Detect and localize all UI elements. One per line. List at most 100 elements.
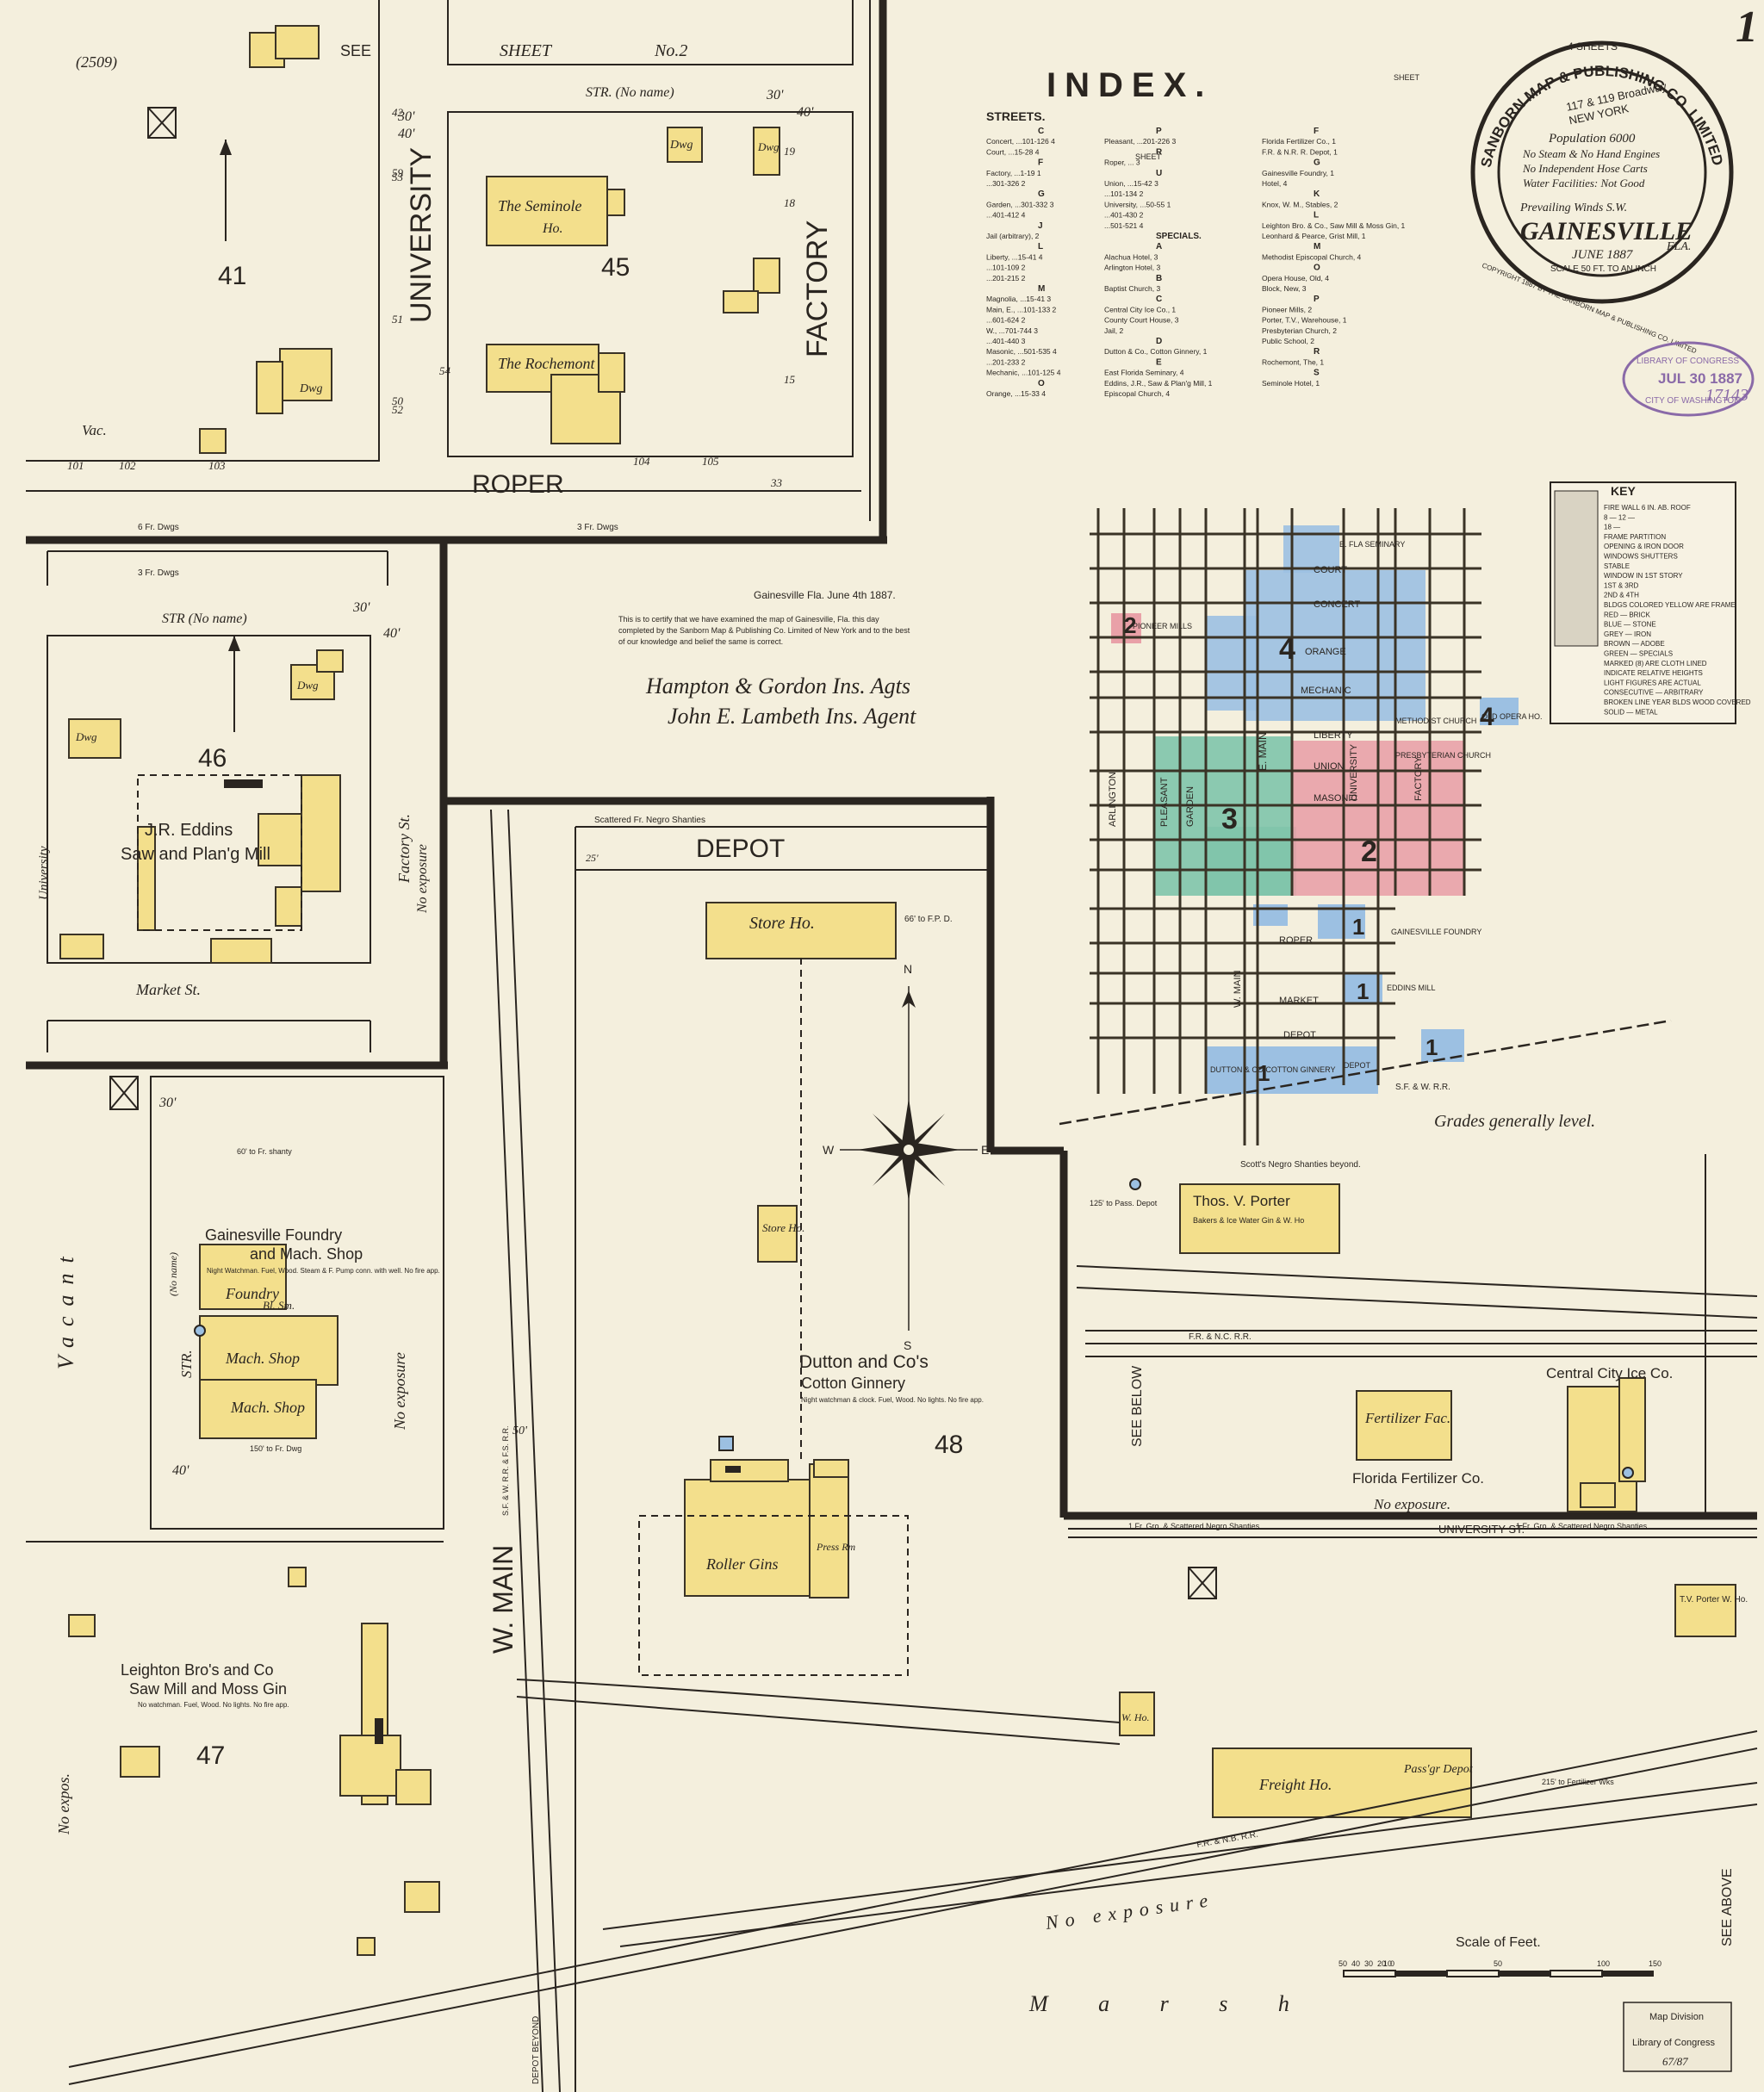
keymap-sheet-1b: 1 xyxy=(1357,978,1369,1004)
dwelling-41-wing xyxy=(256,361,283,414)
str-no-name-2: STR (No name) xyxy=(162,611,247,626)
seal-hose: No Independent Hose Carts xyxy=(1522,162,1648,175)
label-fr-gro-1: 1 Fr. Gro. & Scattered Negro Shanties xyxy=(1128,1522,1260,1530)
compass-n: N xyxy=(904,962,912,976)
index-entry: Concert, ...101-126 4 xyxy=(986,137,1055,146)
index-entry: R xyxy=(1314,347,1320,357)
keymap-place-depot: DEPOT xyxy=(1344,1061,1371,1070)
index-entry: G xyxy=(1314,158,1320,168)
label-leighton-1: Leighton Bro's and Co xyxy=(121,1661,274,1679)
vacant-label: Vacant xyxy=(53,1246,78,1369)
key-item: BROKEN LINE YEAR BLDS WOOD COVERED xyxy=(1604,698,1751,706)
index-entry: Eddins, J.R., Saw & Plan'g Mill, 1 xyxy=(1104,379,1213,388)
blocks-41-45 xyxy=(26,0,861,586)
index-entry: Dutton & Co., Cotton Ginnery, 1 xyxy=(1104,347,1208,356)
keymap-street-masonic: MASONIC xyxy=(1314,793,1357,804)
block-41: 41 xyxy=(218,262,246,290)
stamp-num: 17143 xyxy=(1705,386,1748,405)
water-tank-foundry xyxy=(109,1076,139,1110)
seminole-hotel xyxy=(486,176,608,246)
index-entry: Arlington Hotel, 3 xyxy=(1104,264,1160,272)
index-entry: ...401-430 2 xyxy=(1104,211,1144,220)
keymap-street-concert: CONCERT xyxy=(1314,599,1360,610)
md-line-1: Map Division xyxy=(1649,2012,1704,2022)
key-item: FRAME PARTITION xyxy=(1604,533,1666,541)
keymap-sheet-3: 3 xyxy=(1221,803,1238,835)
cert-body-line: completed by the Sanborn Map & Publishin… xyxy=(618,626,910,635)
certificate: Gainesville Fla. June 4th 1887. This is … xyxy=(618,589,916,729)
index-entry: ...201-233 2 xyxy=(986,357,1026,366)
seal-water: Water Facilities: Not Good xyxy=(1523,177,1645,189)
md-line-2: Library of Congress xyxy=(1632,2038,1715,2048)
index-entry: Union, ...15-42 3 xyxy=(1104,179,1158,188)
shed-45 xyxy=(723,290,759,313)
index-entry: Methodist Episcopal Church, 4 xyxy=(1262,252,1362,261)
ice-co-wing xyxy=(1618,1377,1646,1482)
label-leighton-notes: No watchman. Fuel, Wood. No lights. No f… xyxy=(138,1701,289,1709)
index-entry: S xyxy=(1314,369,1320,378)
label-press-rm: Press Rm xyxy=(816,1541,856,1553)
lot-number: 51 xyxy=(392,313,403,326)
leighton-shed-3 xyxy=(288,1567,307,1587)
label-eddins-1: J.R. Eddins xyxy=(145,821,233,840)
index-entry: Porter, T.V., Warehouse, 1 xyxy=(1262,316,1347,325)
md-num: 67/87 xyxy=(1662,2055,1688,2068)
eddins-planing xyxy=(275,886,302,927)
scale-tick-label: 30 xyxy=(1364,1959,1373,1968)
block-46 xyxy=(47,635,371,1052)
label-bl-sm: Bl. Sm. xyxy=(263,1299,295,1312)
dwelling-41 xyxy=(279,348,332,401)
label-no-exposure-46: No exposure xyxy=(415,844,430,914)
index-entry: ...101-109 2 xyxy=(986,264,1026,272)
leighton-shed-6 xyxy=(357,1937,376,1956)
index-entry: M xyxy=(1038,284,1045,294)
keymap-street-roper: ROPER xyxy=(1279,935,1313,946)
index-entry: P xyxy=(1314,295,1320,304)
label-no-exposure-foundry: No exposure xyxy=(391,1352,408,1431)
key-item: SOLID — METAL xyxy=(1604,708,1658,716)
label-store-ho: Store Ho. xyxy=(749,914,815,933)
label-fr-dwgs-3a: 3 Fr. Dwgs xyxy=(577,523,618,532)
label-central-ice: Central City Ice Co. xyxy=(1546,1365,1673,1381)
keymap-street-w-main: W. MAIN xyxy=(1233,971,1243,1008)
label-scotts-shanties: Scott's Negro Shanties beyond. xyxy=(1240,1160,1361,1170)
index-entry: G xyxy=(1038,189,1045,199)
index-entry: Pioneer Mills, 2 xyxy=(1262,305,1312,313)
scale-tick-label: 150 xyxy=(1649,1959,1662,1968)
scale-tick-label: 50 xyxy=(1494,1959,1502,1968)
street-roper: ROPER xyxy=(472,470,564,499)
index-sheet-col-3: SHEET xyxy=(1394,73,1420,82)
scale-tick-label: 10 xyxy=(1383,1959,1392,1968)
label-no-exposure-fert: No exposure. xyxy=(1373,1496,1450,1512)
keymap-sheet-1a: 1 xyxy=(1352,914,1364,940)
index-entry: F.R. & N.R. R. Depot, 1 xyxy=(1262,147,1338,156)
key-item: WINDOW IN 1ST STORY xyxy=(1604,572,1683,580)
keymap-street-depot: DEPOT xyxy=(1283,1030,1316,1040)
index-entry: East Florida Seminary, 4 xyxy=(1104,369,1184,377)
label-dwg-46b: Dwg xyxy=(75,730,97,743)
dim-40d: 40' xyxy=(172,1463,189,1478)
seal-state: FLA. xyxy=(1666,240,1691,253)
keymap-street-e-main: E. MAIN xyxy=(1257,732,1269,771)
label-scattered-shanties: Scattered Fr. Negro Shanties xyxy=(594,816,705,825)
keymap-sheet-2a: 2 xyxy=(1124,612,1136,638)
index-entry: Alachua Hotel, 3 xyxy=(1104,252,1158,261)
block-46: 46 xyxy=(198,744,227,773)
compass-w: W xyxy=(823,1143,835,1157)
scale-tick-label: 50 xyxy=(1339,1959,1347,1968)
index-entry: Episcopal Church, 4 xyxy=(1104,389,1170,398)
index-entry: Knox, W. M., Stables, 2 xyxy=(1262,200,1339,208)
index-entry: O xyxy=(1314,264,1320,273)
seal-date: JUNE 1887 xyxy=(1572,248,1634,262)
lot-number: 15 xyxy=(784,373,796,386)
key-item: RED — BRICK xyxy=(1604,611,1650,618)
index-entry: Rochemont, The, 1 xyxy=(1262,357,1324,366)
keymap-place-seminary: E. FLA SEMINARY xyxy=(1339,540,1405,549)
index-entry: E xyxy=(1156,357,1162,367)
compass-s: S xyxy=(904,1338,911,1352)
dim-30b: 30' xyxy=(766,88,784,102)
label-porter-1: Thos. V. Porter xyxy=(1193,1193,1290,1209)
sheet-number: 1 xyxy=(1736,3,1758,52)
